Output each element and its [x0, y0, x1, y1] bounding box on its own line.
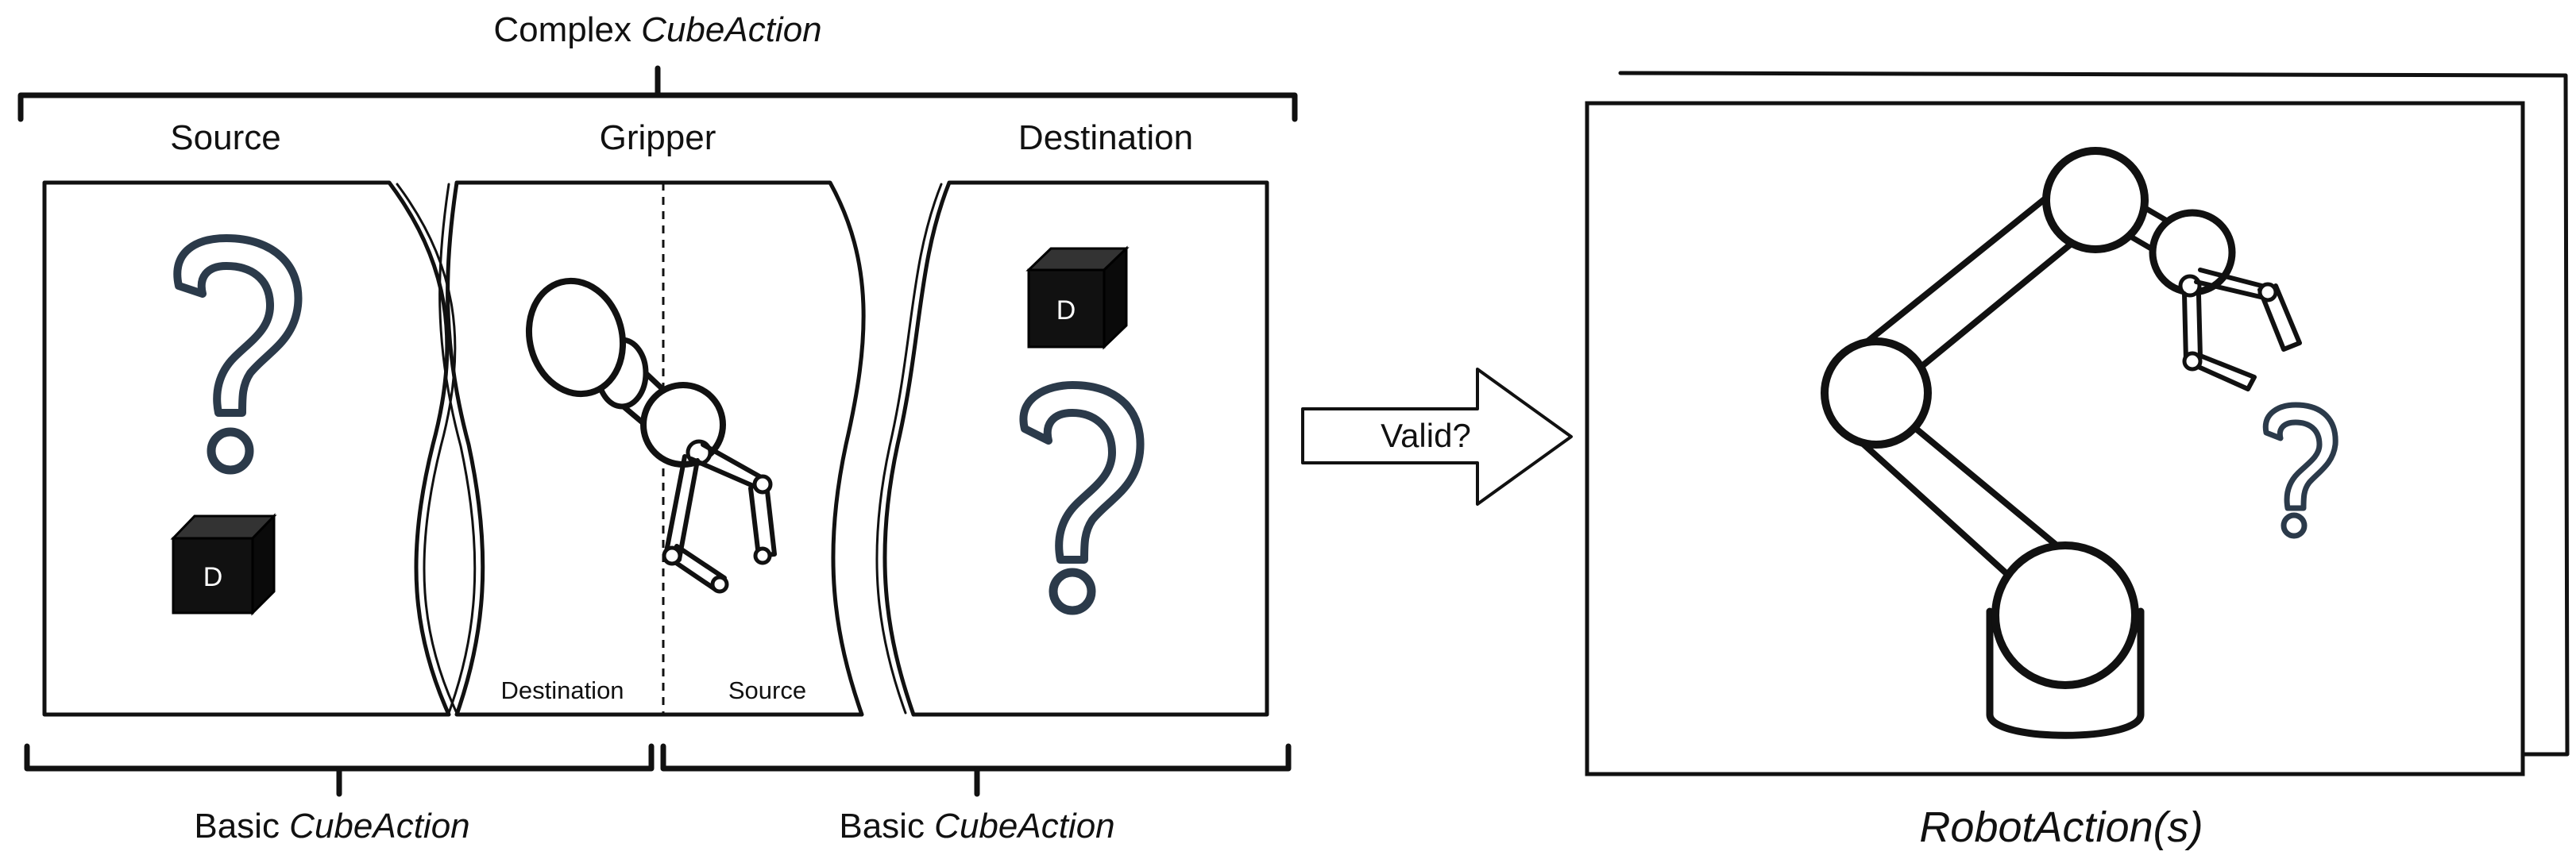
destination-panel: D [875, 180, 1269, 717]
gripper-panel-title: Gripper [600, 118, 716, 157]
basic-cubeaction-label-left: Basic CubeAction [194, 807, 469, 846]
source-panel: D [42, 180, 458, 717]
source-cube-label: D [203, 562, 223, 592]
question-mark-icon [2262, 402, 2338, 539]
destination-cube-label: D [1056, 295, 1076, 326]
complex-cubeaction-label: Complex CubeAction [493, 10, 821, 49]
gripper-destination-caption: Destination [500, 676, 624, 704]
complex-cubeaction-bracket: Complex CubeAction [17, 10, 1298, 122]
arrow-right-icon: Valid? [1301, 368, 1573, 506]
valid-label: Valid? [1381, 417, 1471, 454]
question-mark-icon [173, 234, 303, 475]
question-mark-icon [1019, 381, 1145, 615]
cube-icon: D [1025, 245, 1130, 350]
destination-panel-title: Destination [1018, 118, 1193, 157]
basic-cubeaction-bracket-left: Basic CubeAction [24, 743, 655, 846]
gripper-icon [525, 277, 777, 594]
cube-icon: D [170, 513, 277, 616]
gripper-source-caption: Source [728, 676, 806, 704]
robot-action-caption: RobotAction(s) [1919, 803, 2203, 851]
basic-cubeaction-bracket-right: Basic CubeAction [660, 743, 1292, 846]
robot-arm-icon [1821, 147, 2302, 739]
basic-cubeaction-label-right: Basic CubeAction [839, 807, 1114, 846]
source-panel-title: Source [170, 118, 280, 157]
gripper-panel: Destination Source [438, 180, 866, 717]
robot-action-frame [1585, 71, 2570, 776]
